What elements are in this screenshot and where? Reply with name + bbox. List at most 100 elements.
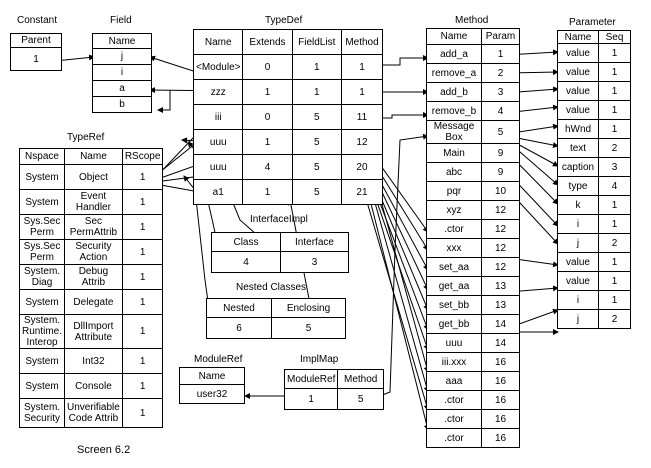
method-title: Method xyxy=(455,15,489,26)
method-cell: 14 xyxy=(481,333,520,353)
typeref-cell: System xyxy=(18,348,66,374)
typedef-cell: 1 xyxy=(291,54,342,80)
typedef-header: Name xyxy=(192,29,244,55)
typeref-cell: 1 xyxy=(121,264,164,290)
typeref-cell: Console xyxy=(64,373,123,399)
parameter-cell: 3 xyxy=(598,157,631,177)
method-header: Param xyxy=(481,28,520,45)
parameter-cell: value xyxy=(557,100,599,120)
typeref-cell: Debug Attrib xyxy=(64,264,123,290)
parameter-cell: 1 xyxy=(598,195,631,215)
method-cell: .ctor xyxy=(426,409,482,429)
parameter-cell: value xyxy=(557,81,599,101)
typeref-cell: System. Diag xyxy=(18,264,66,290)
interfaceimpl-cell: 4 xyxy=(211,251,281,273)
implmap-cell: 1 xyxy=(283,388,339,410)
typeref-cell: Unverifiable Code Attrib xyxy=(64,398,123,428)
typeref-cell: System. Security xyxy=(18,398,66,428)
typeref-header: Nspace xyxy=(18,148,66,165)
method-cell: 10 xyxy=(481,181,520,201)
method-cell: xxx xyxy=(426,238,482,258)
method-cell: 2 xyxy=(481,63,520,83)
typedef-cell: 1 xyxy=(340,79,384,105)
constant-table: Parent 1 xyxy=(10,33,62,71)
parameter-header: Name xyxy=(557,30,599,44)
typedef-cell: 0 xyxy=(242,54,293,80)
parameter-cell: 1 xyxy=(598,119,631,139)
parameter-cell: type xyxy=(557,176,599,196)
nestedclasses-header: Nested xyxy=(206,298,272,318)
typeref-title: TypeRef xyxy=(67,132,105,143)
typedef-cell: 1 xyxy=(242,179,293,205)
method-cell: 12 xyxy=(481,200,520,220)
typedef-cell: <Module> xyxy=(192,54,244,80)
implmap-title: ImplMap xyxy=(300,354,339,365)
typeref-cell: DllImport Attribute xyxy=(64,314,123,349)
method-cell: 16 xyxy=(481,390,520,410)
method-cell: 12 xyxy=(481,219,520,239)
method-cell: 13 xyxy=(481,276,520,296)
typeref-cell: 1 xyxy=(121,239,164,265)
typeref-cell: 1 xyxy=(121,214,164,240)
parameter-cell: value xyxy=(557,43,599,63)
method-cell: set_bb xyxy=(426,295,482,315)
method-cell: 13 xyxy=(481,295,520,315)
figure-caption: Screen 6.2 xyxy=(77,444,131,456)
parameter-cell: 4 xyxy=(598,176,631,196)
typeref-cell: Delegate xyxy=(64,289,123,315)
typeref-cell: 1 xyxy=(121,289,164,315)
parameter-cell: 1 xyxy=(598,252,631,272)
method-cell: aaa xyxy=(426,371,482,391)
interfaceimpl-header: Class xyxy=(211,232,281,252)
typeref-cell: 1 xyxy=(121,314,164,349)
method-cell: 5 xyxy=(481,120,520,144)
constant-header: Parent xyxy=(10,33,62,48)
method-cell: .ctor xyxy=(426,219,482,239)
typeref-cell: Sys.Sec Perm xyxy=(18,239,66,265)
parameter-cell: j xyxy=(557,309,599,329)
parameter-cell: 2 xyxy=(598,138,631,158)
method-cell: remove_b xyxy=(426,101,482,121)
method-cell: uuu xyxy=(426,333,482,353)
typeref-cell: Event Handler xyxy=(64,189,123,215)
typedef-cell: 1 xyxy=(340,54,384,80)
parameter-cell: text xyxy=(557,138,599,158)
typedef-title: TypeDef xyxy=(265,15,303,26)
field-cell: j xyxy=(92,48,152,65)
typedef-cell: 1 xyxy=(242,129,293,155)
parameter-cell: i xyxy=(557,214,599,234)
parameter-cell: 2 xyxy=(598,233,631,253)
typedef-cell: 12 xyxy=(340,129,384,155)
typeref-cell: System xyxy=(18,189,66,215)
method-cell: .ctor xyxy=(426,390,482,410)
typedef-cell: 1 xyxy=(291,79,342,105)
typeref-cell: System xyxy=(18,373,66,399)
typeref-cell: 1 xyxy=(121,164,164,190)
typeref-cell: Int32 xyxy=(64,348,123,374)
implmap-cell: 5 xyxy=(337,388,384,410)
typedef-cell: 0 xyxy=(242,104,293,130)
typedef-cell: zzz xyxy=(192,79,244,105)
typedef-cell: 5 xyxy=(291,104,342,130)
parameter-cell: j xyxy=(557,233,599,253)
parameter-cell: 1 xyxy=(598,62,631,82)
typedef-cell: uuu xyxy=(192,129,244,155)
typedef-cell: 5 xyxy=(291,154,342,180)
parameter-cell: value xyxy=(557,271,599,291)
nestedclasses-cell: 6 xyxy=(206,317,272,339)
typeref-cell: System xyxy=(18,289,66,315)
method-cell: 9 xyxy=(481,143,520,163)
typeref-cell: 1 xyxy=(121,348,164,374)
field-cell: i xyxy=(92,64,152,81)
typeref-cell: Sec PermAttrib xyxy=(64,214,123,240)
method-cell: 4 xyxy=(481,101,520,121)
parameter-cell: caption xyxy=(557,157,599,177)
typeref-cell: Security Action xyxy=(64,239,123,265)
method-cell: 14 xyxy=(481,314,520,334)
method-cell: get_aa xyxy=(426,276,482,296)
